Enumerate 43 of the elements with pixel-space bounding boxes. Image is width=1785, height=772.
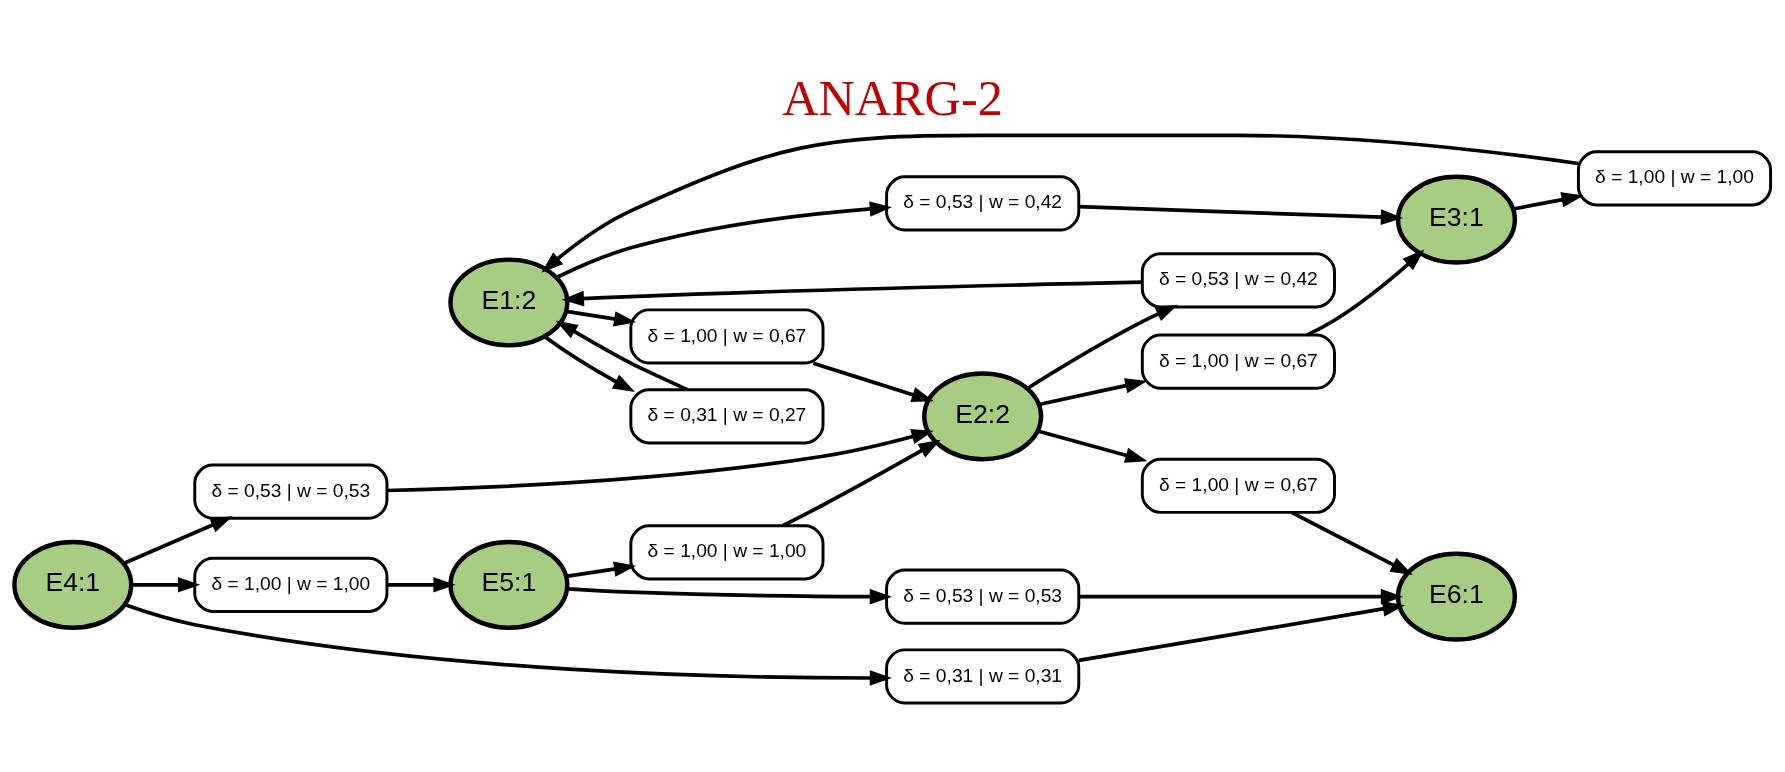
- arrow: [1078, 204, 1404, 225]
- arrow: [1306, 249, 1425, 337]
- node-box: δ = 0,31 | w = 0,27: [629, 388, 825, 445]
- node-box: δ = 0,53 | w = 0,53: [885, 568, 1081, 625]
- node-ellipse: E4:1: [12, 539, 134, 630]
- node-box: δ = 1,00 | w = 1,00: [193, 556, 389, 613]
- node-ellipse: E5:1: [448, 539, 570, 630]
- arrow: [555, 320, 688, 392]
- arrow: [131, 577, 201, 593]
- node-ellipse: E1:2: [448, 257, 570, 348]
- arrow: [1037, 429, 1148, 463]
- arrow: [567, 587, 892, 605]
- arrow: [566, 561, 637, 579]
- node-box: δ = 1,00 | w = 0,67: [629, 308, 825, 365]
- arrow: [566, 309, 637, 327]
- arrow: [387, 577, 456, 593]
- arrow: [782, 439, 941, 528]
- arrow: [1291, 511, 1413, 575]
- arrow: [543, 335, 636, 392]
- arrow: [1078, 588, 1404, 605]
- node-box: δ = 1,00 | w = 1,00: [1576, 150, 1773, 207]
- arrow: [555, 201, 892, 280]
- node-box: δ = 0,53 | w = 0,53: [193, 463, 389, 520]
- node-box: δ = 0,53 | w = 0,42: [1140, 252, 1336, 309]
- node-ellipse: E3:1: [1395, 174, 1518, 265]
- arrow: [541, 133, 1579, 273]
- arrow: [561, 280, 1142, 307]
- node-box: δ = 1,00 | w = 1,00: [629, 524, 825, 581]
- arrow: [387, 429, 934, 493]
- arrow: [1038, 378, 1148, 407]
- arrow: [812, 361, 934, 403]
- diagram-title: ANARG-2: [782, 70, 1003, 127]
- arrow: [124, 603, 892, 686]
- node-ellipse: E6:1: [1395, 551, 1518, 642]
- node-box: δ = 0,53 | w = 0,42: [885, 175, 1081, 232]
- node-ellipse: E2:2: [922, 371, 1044, 462]
- arrow: [1026, 304, 1178, 390]
- arrow: [122, 516, 233, 566]
- arrow: [1512, 192, 1584, 211]
- arrow: [1078, 601, 1405, 663]
- node-box: δ = 1,00 | w = 0,67: [1140, 333, 1336, 390]
- node-box: δ = 1,00 | w = 0,67: [1140, 457, 1336, 514]
- node-box: δ = 0,31 | w = 0,31: [885, 648, 1081, 705]
